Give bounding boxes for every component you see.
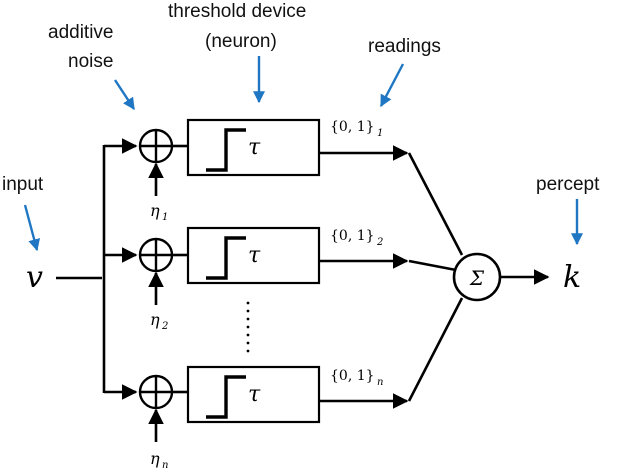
additive-label: additive [48,22,114,43]
channel-2-reading: {0, 1} [330,228,375,244]
neuron-label: (neuron) [205,31,277,52]
percept-label: percept [536,174,600,195]
channel-n-tau: τ [248,382,261,407]
channel-n-noise-symbol: η [150,449,160,468]
noise-label: noise [68,51,113,72]
channel-1-tau: τ [248,135,261,160]
sum-symbol: Σ [469,266,485,290]
input-symbol: v [26,260,43,295]
readings-label: readings [368,36,441,57]
channel-2-reading-sub: 2 [376,237,383,248]
channel-2-adder [138,237,174,273]
channel-n-adder [138,374,174,410]
channel-n-reading-sub: n [377,377,383,388]
channel-2-noise-symbol: η [150,310,160,329]
channel-1-step-icon [206,128,246,172]
channel-n-to-sum [407,297,464,402]
channel-1-noise-sub: 1 [162,212,168,223]
additive-noise-arrow [113,79,136,111]
input-arrow [23,204,41,252]
readings-arrow [379,63,405,108]
channel-n-noise-sub: n [162,460,168,471]
output-symbol: k [563,260,581,295]
channel-2-to-sum [408,259,457,272]
vertical-ellipsis [246,301,250,353]
channel-1-to-sum [407,152,464,256]
channel-n-step-icon [206,375,246,419]
channel-1-adder [138,128,174,164]
channel-1-threshold-box [186,118,321,177]
channel-2-step-icon [206,236,246,280]
input-label: input [2,174,44,195]
channel-1-reading: {0, 1} [330,119,375,135]
channel-2-tau: τ [248,243,261,268]
threshold-device-label: threshold device [168,1,306,22]
channel-n-reading: {0, 1} [330,368,375,384]
channel-2-threshold-box [186,226,321,285]
channel-n-threshold-box [186,365,321,424]
channel-2-noise-sub: 2 [161,321,168,332]
channel-1-noise-symbol: η [150,201,160,220]
channel-1-reading-sub: 1 [377,128,383,139]
